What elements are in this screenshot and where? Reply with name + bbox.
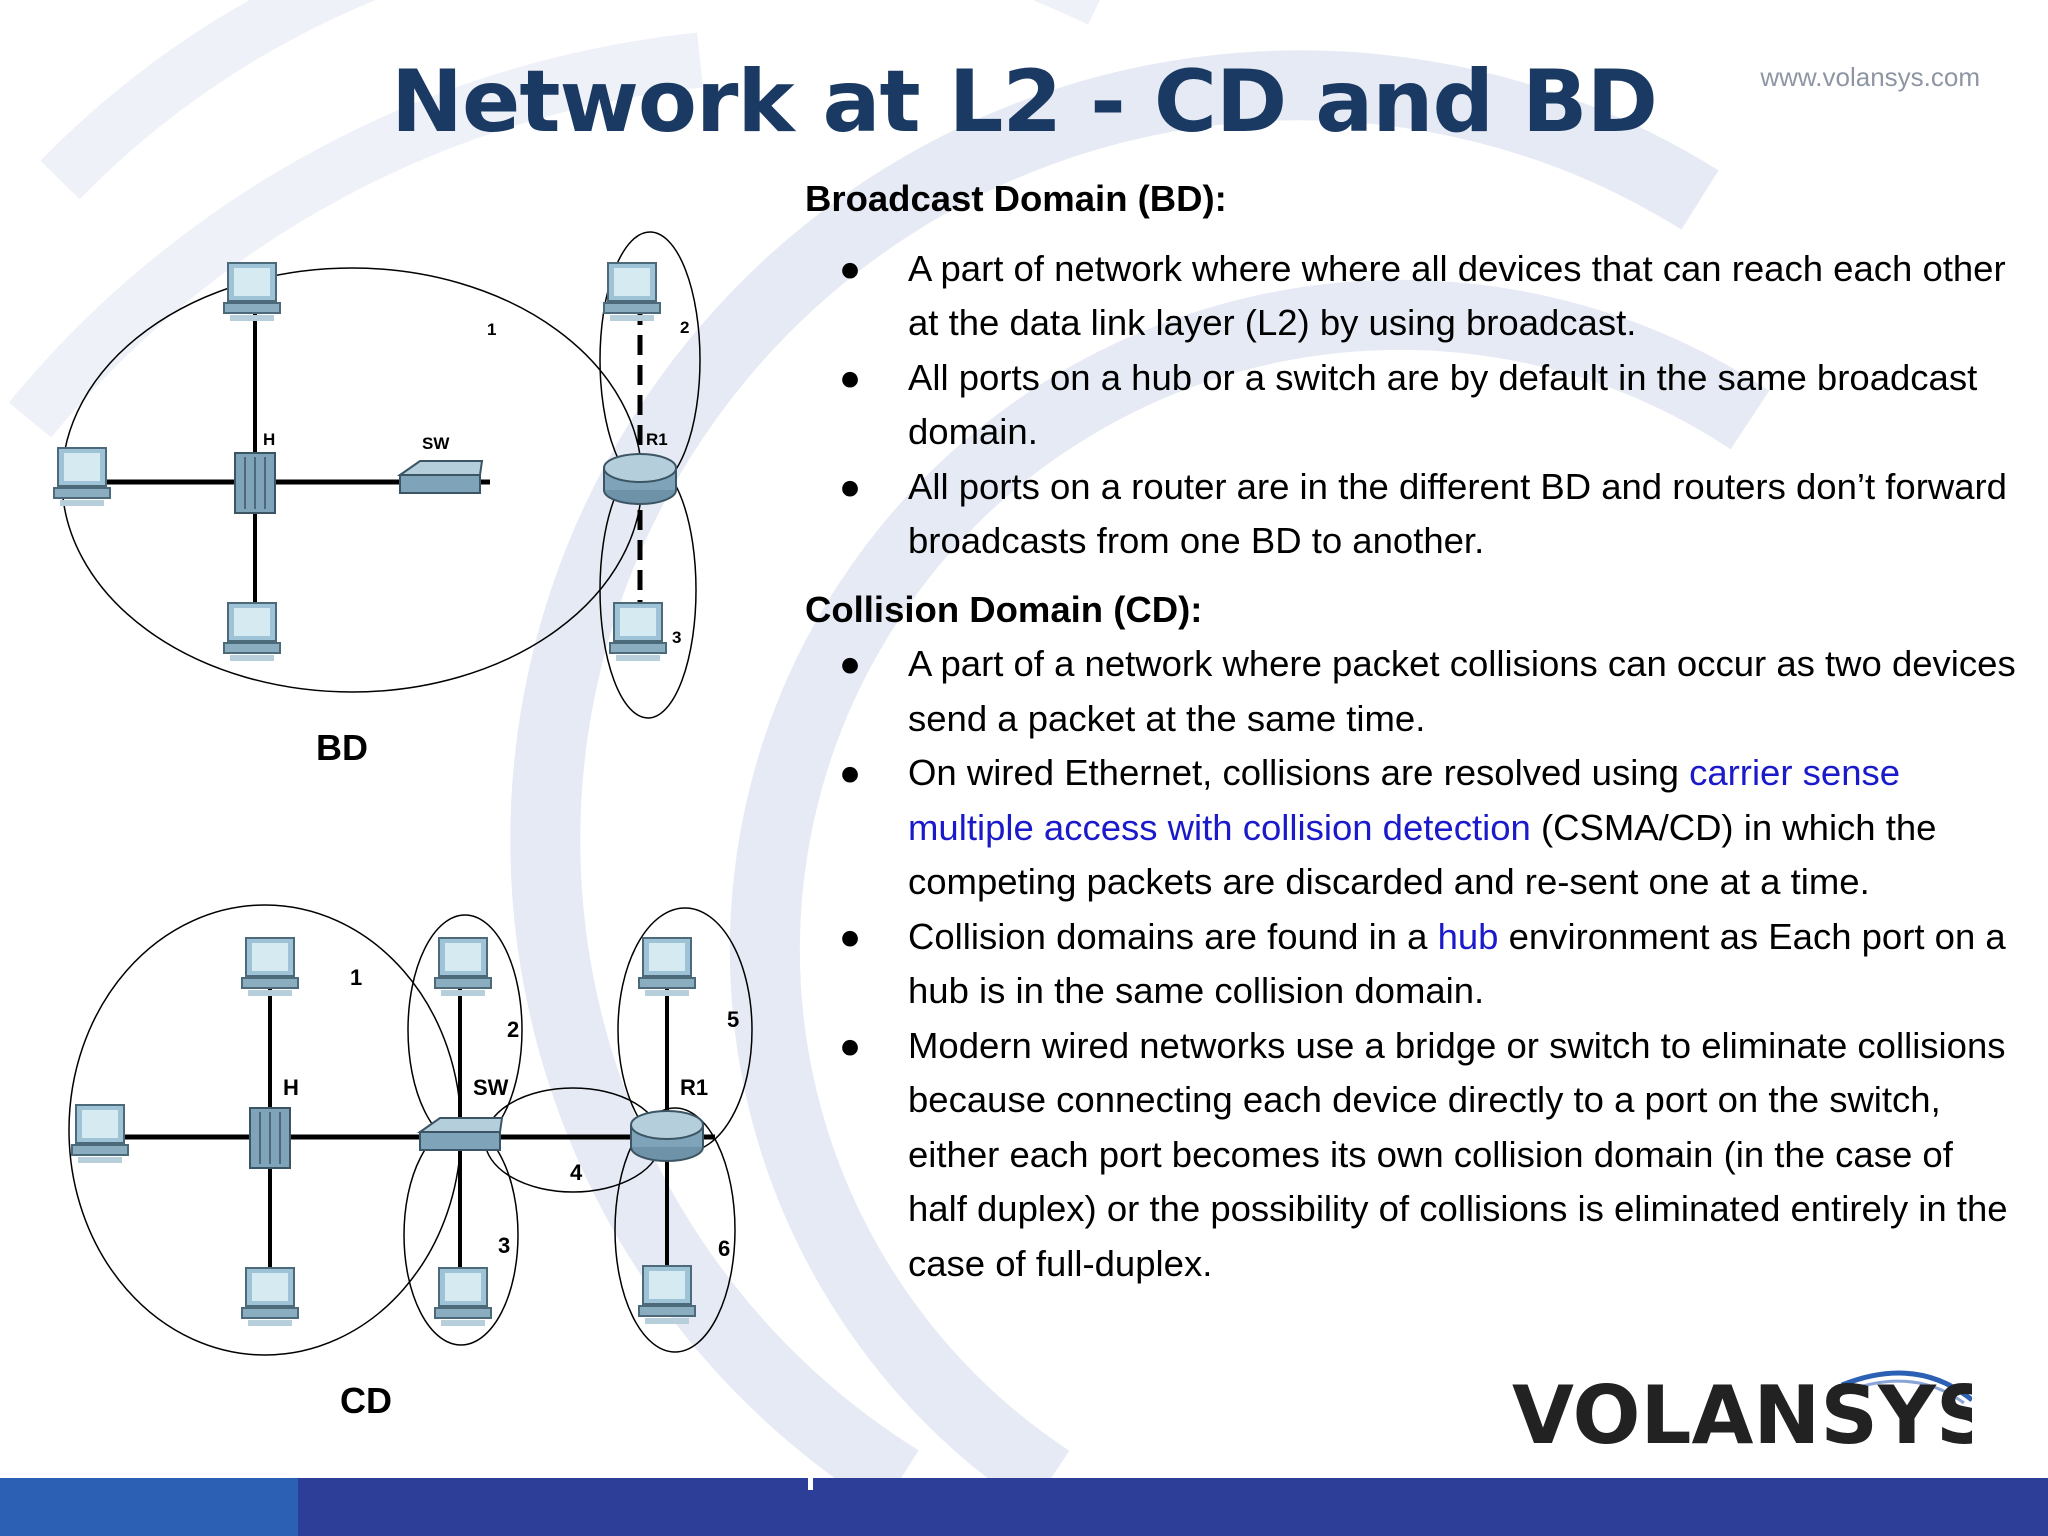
bullet-icon: ● (839, 752, 862, 793)
bullet-text: On wired Ethernet, collisions are resolv… (908, 752, 1690, 793)
cd-domain-2: 2 (507, 1017, 519, 1042)
bullet-text: All ports on a router are in the differe… (908, 465, 2007, 562)
hub-link[interactable]: hub (1437, 915, 1499, 957)
pc-icon (638, 937, 696, 997)
pc-icon (638, 1265, 696, 1325)
bullet-text: Collision domains are found in a (908, 915, 1438, 957)
bd-heading: Broadcast Domain (BD): (805, 178, 1227, 219)
cd-domain-3: 3 (498, 1233, 510, 1258)
footer-bar (0, 1478, 2048, 1536)
volansys-logo: VOLANSYS (1512, 1369, 1972, 1455)
logo-text: VOLANSYS (1512, 1369, 1972, 1455)
cd-heading: Collision Domain (CD): (805, 588, 1203, 630)
footer-tick (808, 1478, 813, 1490)
pc-icon (434, 1267, 492, 1327)
hub-icon (249, 1107, 291, 1169)
bd-domain-1: 1 (487, 320, 496, 339)
bd-domain-3: 3 (672, 628, 681, 647)
hub-icon (234, 452, 276, 514)
pc-icon (223, 262, 281, 322)
list-item: ● All ports on a hub or a switch are by d… (805, 351, 2020, 460)
switch-icon (399, 460, 483, 494)
bullet-icon: ● (839, 915, 862, 957)
bd-caption: BD (316, 727, 368, 768)
bullet-icon: ● (839, 356, 862, 398)
bd-diagram: H SW R1 1 2 3 (53, 231, 701, 719)
bd-router-label: R1 (646, 430, 668, 449)
bullet-icon: ● (839, 465, 862, 507)
slide-content: Broadcast Domain (BD): ● A part of networ… (805, 172, 2020, 1291)
cd-section: Collision Domain (CD): ● A part of a netw… (805, 583, 2020, 1292)
pc-icon (223, 602, 281, 662)
switch-icon (419, 1117, 503, 1151)
bd-hub-label: H (263, 430, 275, 449)
router-icon (630, 1110, 704, 1162)
bullet-icon: ● (839, 643, 862, 684)
bd-bullet-list: ● A part of network where where all devic… (805, 242, 2020, 569)
footer-accent (0, 1478, 298, 1536)
pc-icon (241, 1267, 299, 1327)
cd-caption: CD (340, 1380, 392, 1421)
slide-title: Network at L2 - CD and BD (391, 52, 1658, 152)
pc-icon (53, 447, 111, 507)
bd-domain-2: 2 (680, 318, 689, 337)
bullet-text: Modern wired networks use a bridge or sw… (908, 1024, 2008, 1284)
bullet-icon: ● (839, 1024, 862, 1066)
bullet-text: (CSMA/CD) in which the competing packets… (908, 806, 1937, 903)
bd-section: Broadcast Domain (BD): ● A part of networ… (805, 172, 2020, 569)
website-url: www.volansys.com (1760, 62, 1980, 92)
bd-switch-label: SW (422, 434, 450, 453)
pc-icon (241, 937, 299, 997)
bullet-text: A part of network where where all device… (908, 247, 2006, 344)
csma-cd-link[interactable]: carrier sense multiple access with colli… (908, 752, 1901, 848)
cd-domain-1: 1 (350, 965, 362, 990)
cd-switch-label: SW (473, 1075, 509, 1100)
list-item: ● All ports on a router are in the differ… (805, 460, 2020, 569)
list-item: ● Collision domains are found in a hub en… (805, 910, 2020, 1019)
router-icon (603, 453, 677, 505)
pc-icon (71, 1104, 129, 1164)
cd-router-label: R1 (680, 1075, 708, 1100)
bullet-icon: ● (839, 247, 862, 289)
list-item: ● A part of a network where packet collis… (805, 637, 2020, 746)
bullet-text: All ports on a hub or a switch are by de… (908, 356, 1978, 453)
list-item: ● A part of network where where all devic… (805, 242, 2020, 351)
list-item: ● On wired Ethernet, collisions are resol… (805, 746, 2020, 910)
list-item: ● Modern wired networks use a bridge or s… (805, 1019, 2020, 1292)
cd-domain-4: 4 (570, 1160, 583, 1185)
cd-domain-6: 6 (718, 1236, 730, 1261)
pc-icon (609, 602, 667, 662)
cd-diagram: H SW R1 1 2 3 4 5 6 (68, 904, 753, 1356)
bullet-text: A part of a network where packet collisi… (908, 643, 2016, 739)
cd-hub-label: H (283, 1075, 299, 1100)
cd-domain-5: 5 (727, 1007, 739, 1032)
cd-bullet-list: ● A part of a network where packet collis… (805, 637, 2020, 1291)
pc-icon (434, 937, 492, 997)
pc-icon (603, 262, 661, 322)
bullet-text: environment as Each port on a hub is in … (908, 915, 2006, 1012)
